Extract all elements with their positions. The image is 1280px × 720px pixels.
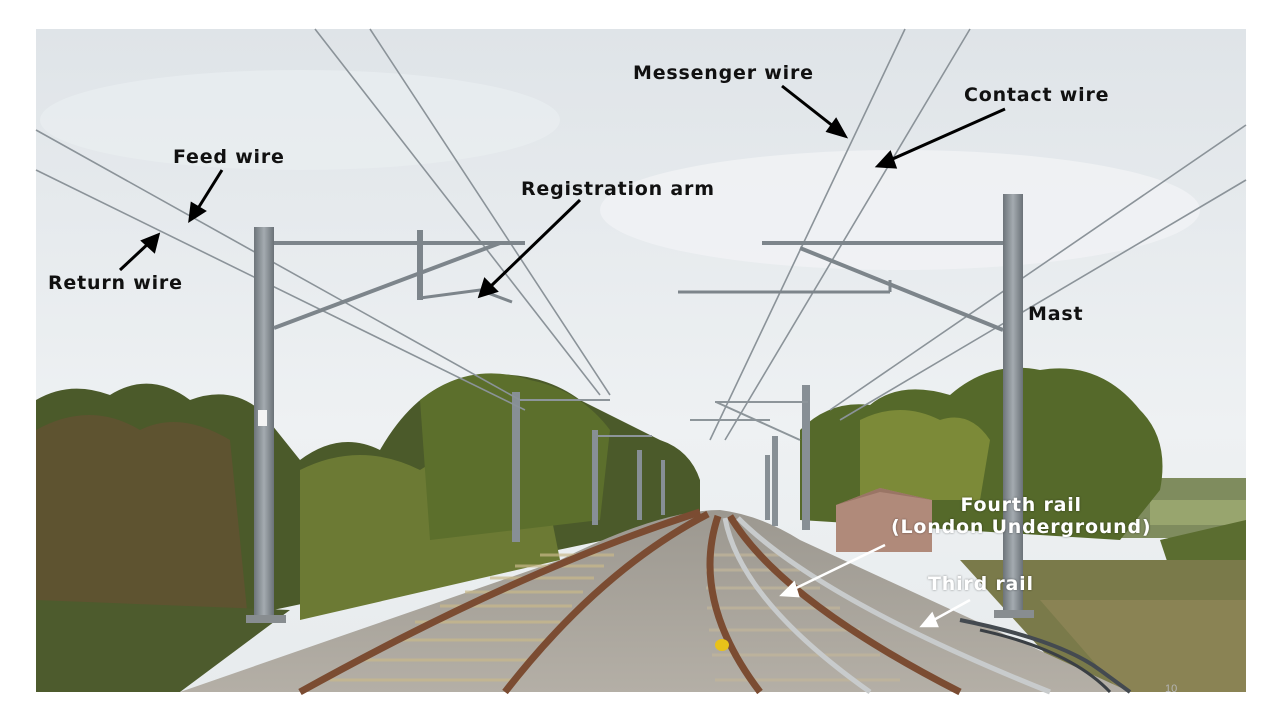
feed-wire-label: Feed wire <box>173 146 285 168</box>
third-rail-label: Third rail <box>928 573 1034 595</box>
messenger-wire-label: Messenger wire <box>633 62 814 84</box>
mast-left <box>246 227 525 623</box>
contact-wire-label: Contact wire <box>964 84 1110 106</box>
mast-label: Mast <box>1028 303 1084 325</box>
page-number: 10 <box>1165 683 1178 695</box>
mast-right <box>678 194 1034 618</box>
fourth-rail-label-line2: (London Underground) <box>891 515 1152 538</box>
arrow-icon <box>779 543 971 628</box>
return-wire-label: Return wire <box>48 272 183 294</box>
arrow-icon <box>118 84 1006 299</box>
fourth-rail-label-line1: Fourth rail <box>960 494 1082 516</box>
registration-arm-label: Registration arm <box>521 178 715 200</box>
fourth-rail-label: Fourth rail (London Underground) <box>891 494 1152 539</box>
trees-left <box>36 373 700 660</box>
hut <box>836 488 932 552</box>
